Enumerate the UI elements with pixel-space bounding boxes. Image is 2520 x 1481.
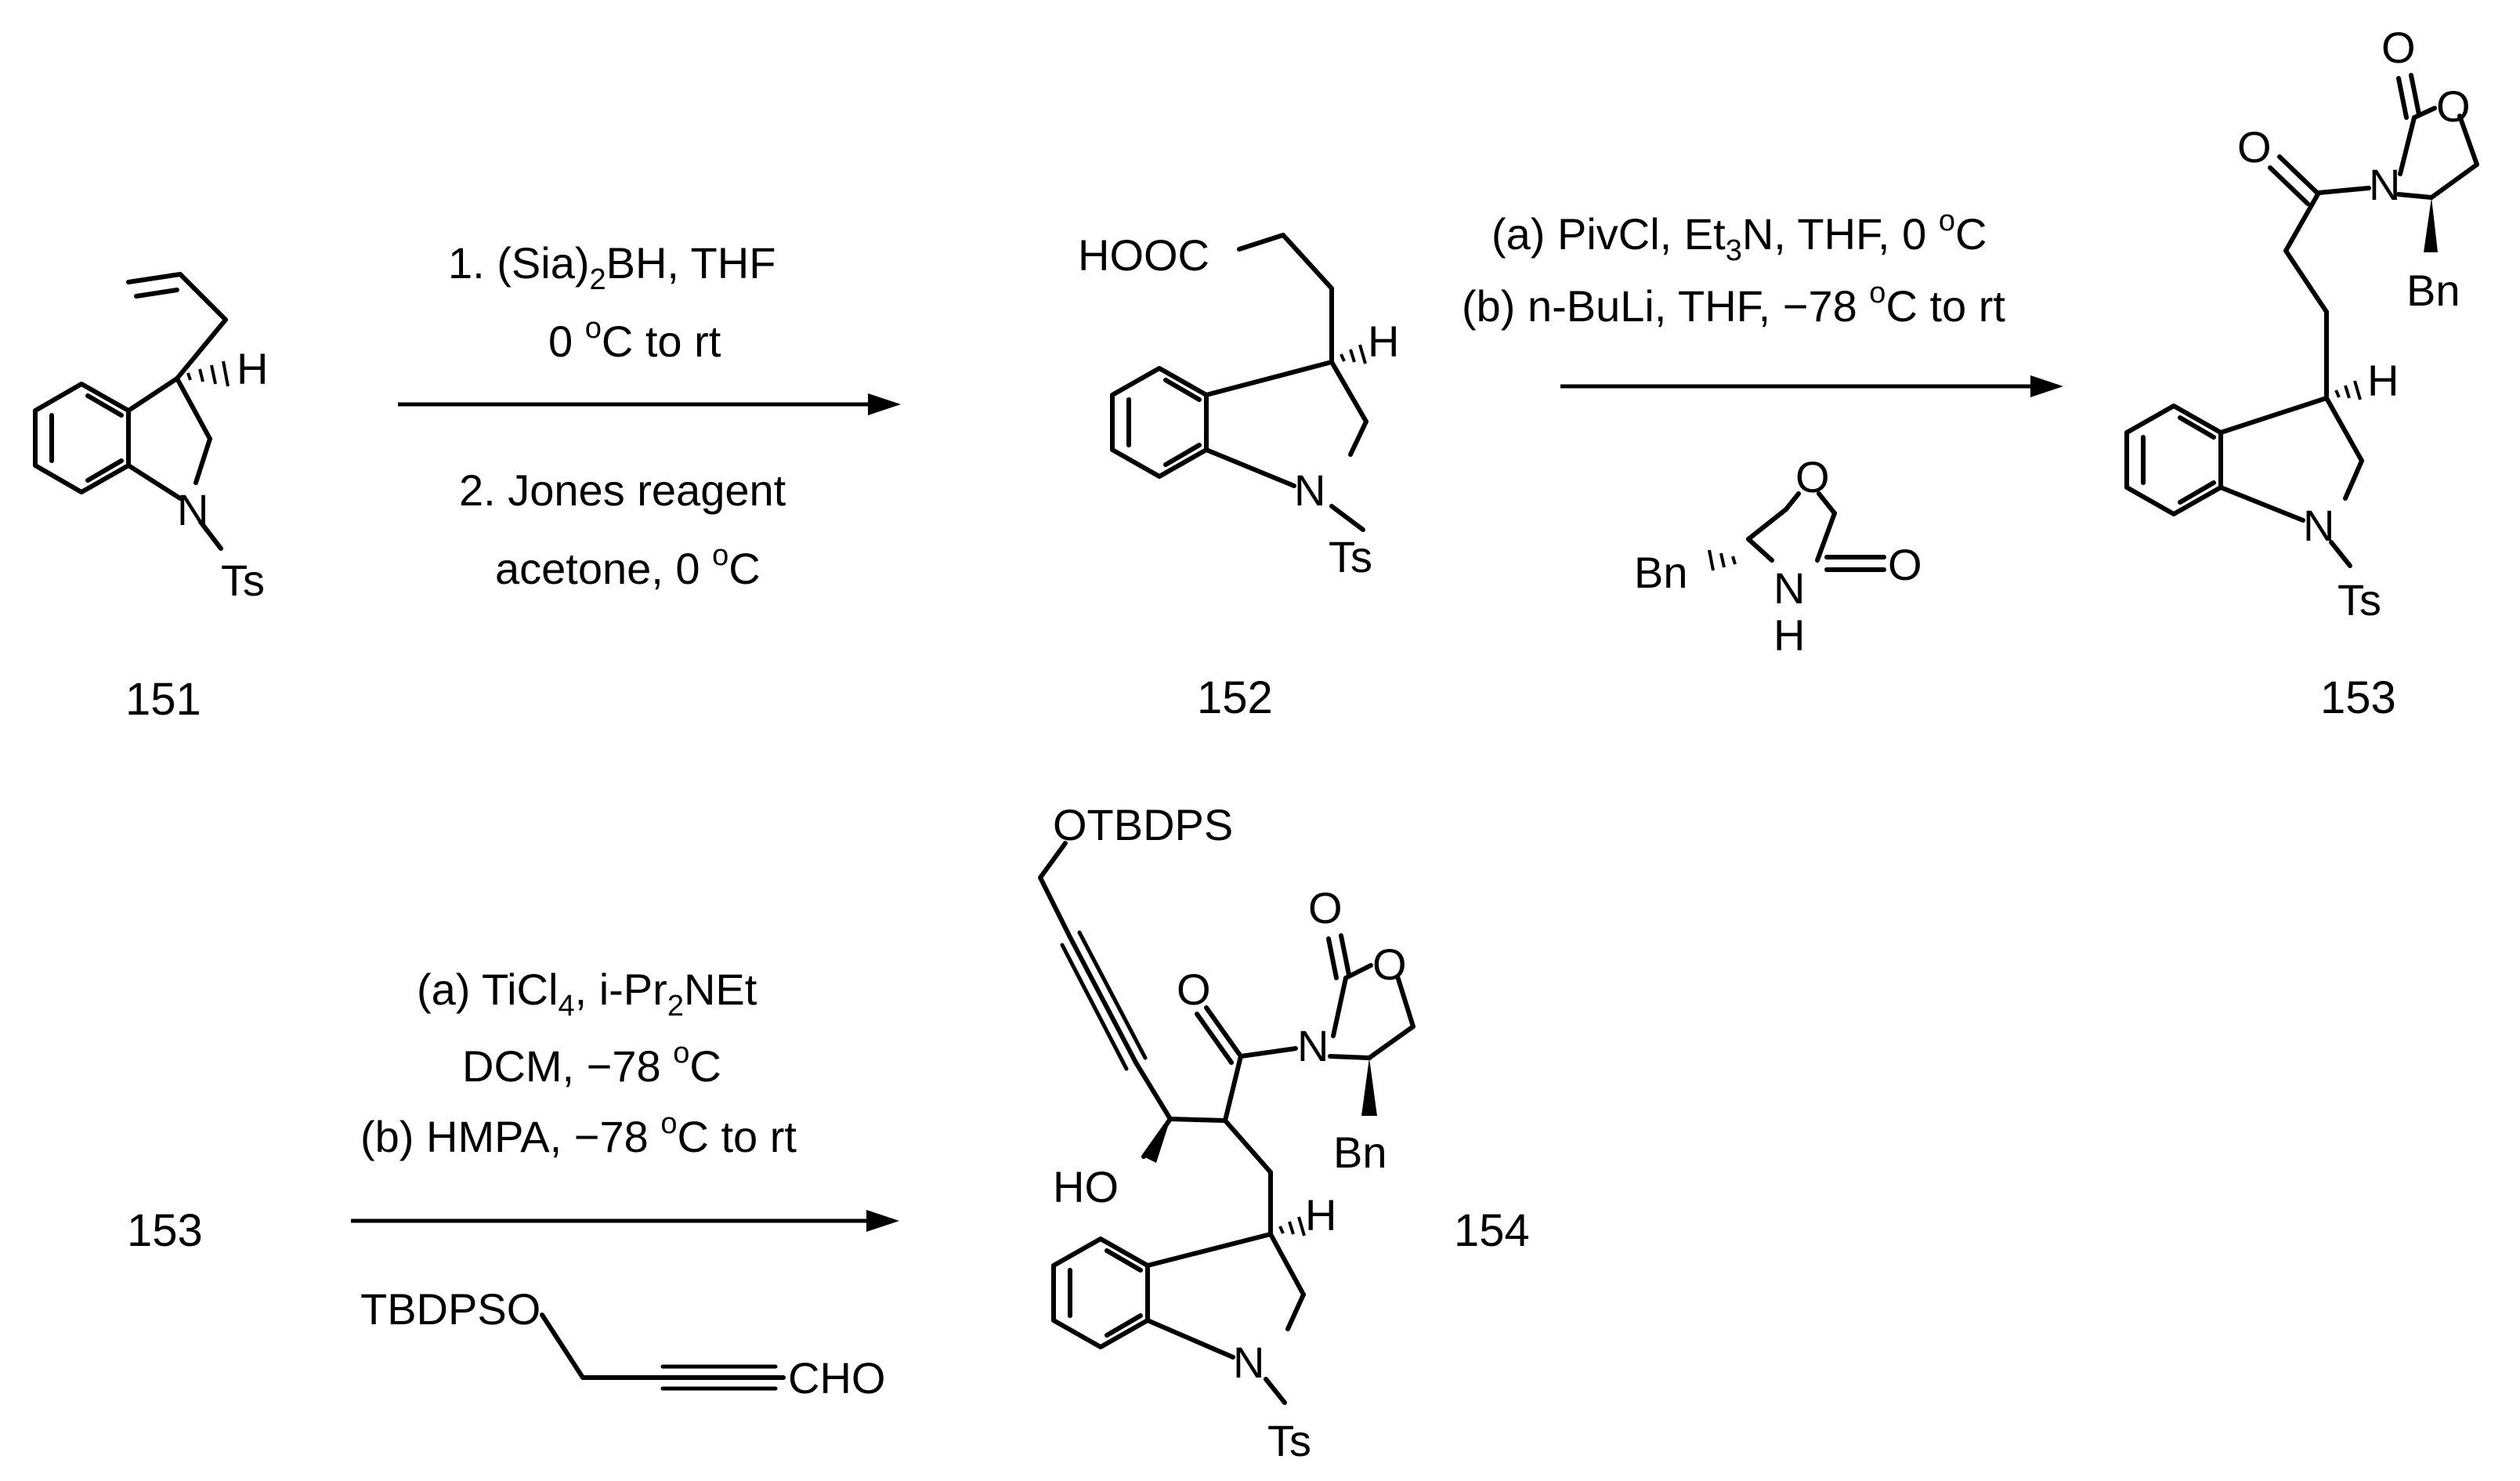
condition-line: (b) HMPA, −78 oC to rt <box>360 1107 797 1161</box>
step1-conditions: 1. (Sia)2BH, THF 0 oC to rt 2. Jones rea… <box>448 238 786 593</box>
reaction-arrow-1 <box>398 393 901 415</box>
condition-line: acetone, 0 oC <box>495 539 761 593</box>
condition-line: 1. (Sia)2BH, THF <box>448 238 776 296</box>
compound-154: OTBDPS O O O N Bn HO H N Ts 154 <box>1038 800 1530 1465</box>
compound-153: O O O N Bn H N Ts 153 <box>2124 23 2479 723</box>
atom-n: N <box>1294 465 1325 515</box>
atom-o: O <box>1177 965 1211 1014</box>
compound-number: 153 <box>127 1205 203 1256</box>
atom-ts: Ts <box>1329 532 1372 581</box>
step3-conditions: (a) TiCl4, i-Pr2NEt DCM, −78 oC (b) HMPA… <box>360 965 797 1161</box>
atom-bn: Bn <box>1333 1128 1387 1177</box>
atom-n: N <box>2369 160 2400 209</box>
condition-line: (a) TiCl4, i-Pr2NEt <box>417 965 757 1023</box>
atom-o: O <box>1795 452 1830 502</box>
atom-h: H <box>1773 610 1805 660</box>
atom-n: N <box>2303 501 2334 550</box>
reaction-arrow-2 <box>1560 375 2063 397</box>
atom-ho: HO <box>1053 1162 1119 1211</box>
atom-hooc: HOOC <box>1078 230 1209 280</box>
structure-151 <box>33 272 230 551</box>
compound-number: 154 <box>1454 1205 1530 1256</box>
structure-154 <box>1038 841 1415 1405</box>
compound-number: 151 <box>125 674 201 725</box>
atom-o: O <box>1308 883 1343 932</box>
condition-line: (a) PivCl, Et3N, THF, 0 oC <box>1491 205 1987 267</box>
atom-o: O <box>2436 81 2471 131</box>
atom-h: H <box>1305 1190 1336 1240</box>
atom-bn: Bn <box>1634 548 1688 597</box>
atom-o: O <box>1372 940 1407 989</box>
atom-ts: Ts <box>2337 575 2381 625</box>
condition-line: DCM, −78 oC <box>462 1037 721 1091</box>
compound-number: 153 <box>2320 672 2396 723</box>
atom-h: H <box>1368 317 1399 366</box>
atom-cho: CHO <box>788 1353 885 1403</box>
atom-ts: Ts <box>221 556 265 605</box>
atom-o: O <box>2237 122 2272 172</box>
atom-n: N <box>1233 1338 1264 1387</box>
atom-ts: Ts <box>1267 1416 1311 1465</box>
atom-h: H <box>237 344 268 393</box>
atom-n: N <box>177 485 208 534</box>
condition-line: 0 oC to rt <box>548 312 721 366</box>
atom-otbdps: OTBDPS <box>1053 800 1233 849</box>
compound-151: H N Ts 151 <box>33 272 268 725</box>
atom-n: N <box>1297 1021 1329 1070</box>
atom-bn: Bn <box>2406 266 2460 315</box>
compound-number: 152 <box>1197 672 1273 723</box>
compound-152: HOOC H N Ts 152 <box>1078 230 1399 723</box>
condition-line: 2. Jones reagent <box>459 465 786 515</box>
atom-n: N <box>1773 563 1805 613</box>
step2-conditions: (a) PivCl, Et3N, THF, 0 oC (b) n-BuLi, T… <box>1462 205 2005 331</box>
atom-h: H <box>2367 356 2399 405</box>
atom-o: O <box>2381 23 2416 72</box>
oxazolidinone-reagent: O O N H Bn <box>1634 452 1922 660</box>
ynal-reagent: TBDPSO CHO <box>360 1284 885 1403</box>
structure-153 <box>2124 73 2479 568</box>
structure-152 <box>1110 233 1368 532</box>
condition-line: (b) n-BuLi, THF, −78 oC to rt <box>1462 277 2005 331</box>
atom-tbdpso: TBDPSO <box>360 1284 541 1334</box>
reaction-arrow-3 <box>351 1210 899 1232</box>
atom-o: O <box>1888 540 1922 589</box>
